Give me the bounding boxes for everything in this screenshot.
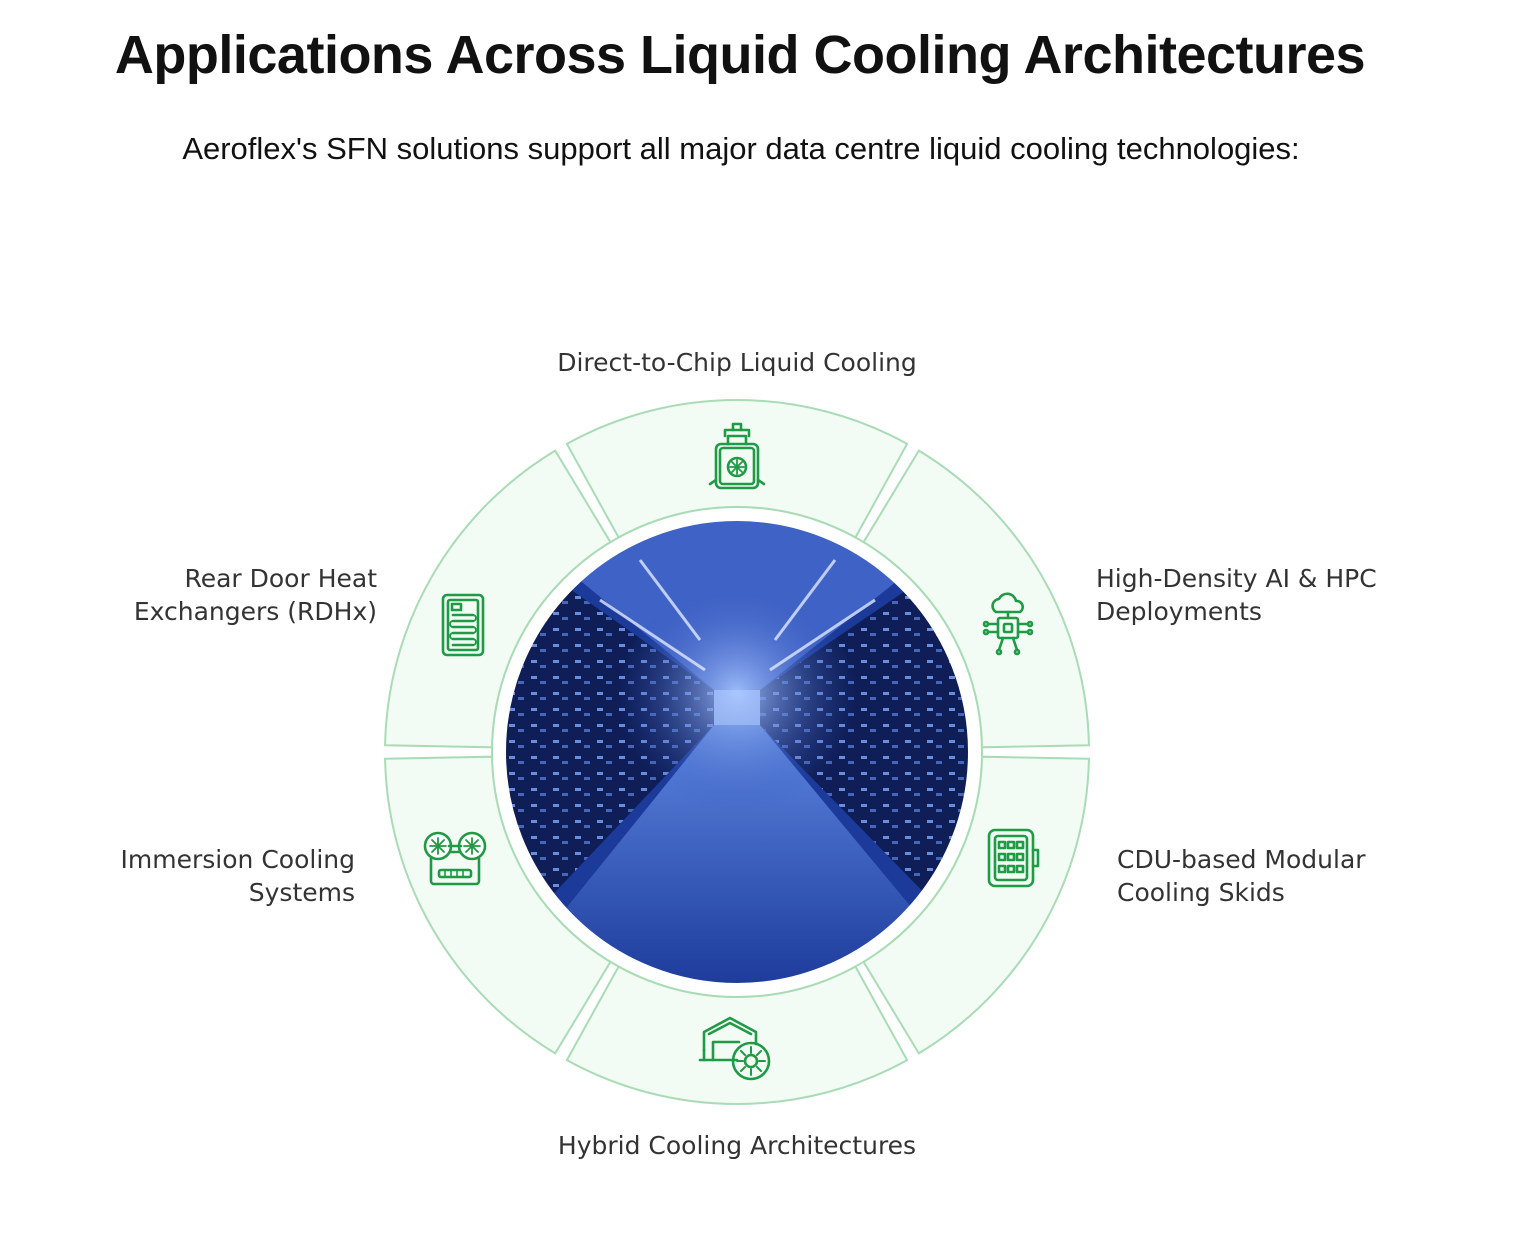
segment-label-rear-door: Rear Door Heat Exchangers (RDHx): [133, 564, 377, 626]
rear-door-coil-icon: [441, 593, 485, 657]
segment-label-immersion: Immersion Cooling Systems: [120, 845, 355, 907]
page-subtitle: Aeroflex's SFN solutions support all maj…: [182, 131, 1300, 166]
building-gear-icon: [698, 1016, 771, 1081]
segment-label-direct-to-chip: Direct-to-Chip Liquid Cooling: [557, 348, 917, 377]
cold-plate-chip-icon: [708, 422, 766, 490]
segment-label-high-density-ai: High-Density AI & HPC Deployments: [1096, 564, 1377, 626]
cloud-processor-icon: [982, 592, 1034, 656]
segment-label-hybrid: Hybrid Cooling Architectures: [557, 1131, 917, 1160]
page-title: Applications Across Liquid Cooling Archi…: [114, 25, 1366, 85]
server-aisle-image: [491, 506, 983, 998]
segment-label-cdu-skids: CDU-based Modular Cooling Skids: [1117, 845, 1366, 907]
modular-skid-icon: [987, 828, 1040, 888]
immersion-tank-fans-icon: [423, 831, 487, 886]
